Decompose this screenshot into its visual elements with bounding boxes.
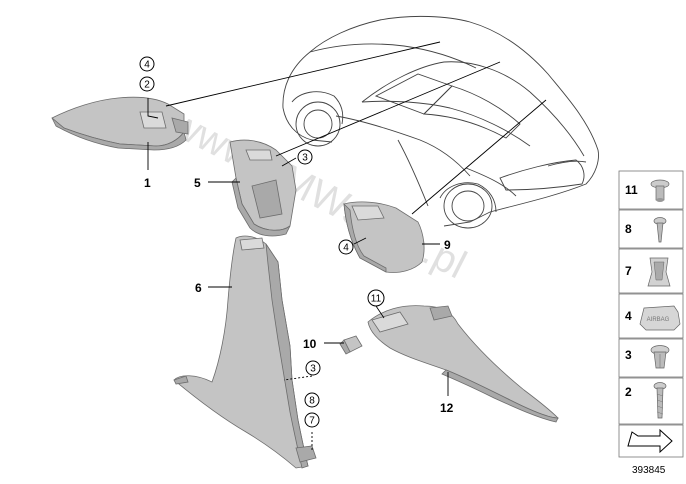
leader-car-9: [411, 99, 547, 215]
callout-9: 9: [444, 238, 451, 252]
svg-text:3: 3: [310, 364, 316, 375]
callout-circle-8: 8: [304, 392, 320, 408]
callout-12: 12: [440, 401, 454, 415]
leader-11: [375, 305, 385, 319]
legend: 11 8 7 4: [618, 170, 684, 458]
push-rivet-icon: [650, 179, 670, 202]
callout-circle-3b: 3: [305, 360, 321, 376]
svg-text:4: 4: [625, 309, 632, 323]
legend-item-4: 4 AIRBAG: [618, 293, 684, 339]
part-1-a-pillar-trim: [51, 96, 189, 151]
part-9-c-pillar-trim: [343, 201, 425, 273]
part-6-b-pillar-trim: [173, 235, 317, 469]
leader-4b: [353, 237, 367, 245]
svg-text:2: 2: [625, 385, 632, 399]
callout-circle-4b: 4: [338, 239, 354, 255]
part-10-clip: [339, 335, 363, 355]
callout-10: 10: [303, 337, 317, 351]
legend-item-8: 8: [618, 209, 684, 249]
leader-3a: [281, 157, 297, 167]
callout-6: 6: [195, 281, 202, 295]
svg-text:3: 3: [625, 348, 632, 362]
svg-text:2: 2: [144, 80, 150, 91]
leader-car-1: [165, 41, 441, 107]
part-12-rear-pillar-trim: [367, 305, 559, 423]
bolt-icon: [653, 382, 667, 419]
callout-5: 5: [194, 176, 201, 190]
legend-item-2: 2: [618, 377, 684, 425]
svg-text:8: 8: [625, 222, 632, 236]
svg-text:3: 3: [302, 153, 308, 164]
svg-text:8: 8: [309, 396, 315, 407]
callout-circle-7: 7: [304, 412, 320, 428]
screw-icon: [653, 217, 667, 243]
legend-arrow-box: [618, 424, 684, 458]
svg-text:4: 4: [144, 60, 150, 71]
callout-circle-11: 11: [367, 289, 385, 307]
arrow-icon: [627, 428, 673, 454]
airbag-badge-text: AIRBAG: [647, 317, 670, 323]
callout-circle-3a: 3: [297, 149, 313, 165]
car-outline: [282, 15, 599, 229]
legend-item-3: 3: [618, 338, 684, 378]
callout-1: 1: [144, 176, 151, 190]
part-5-pillar-cover: [229, 139, 297, 237]
svg-text:4: 4: [343, 243, 349, 254]
watermark: www.BMWstore.pl: [163, 100, 473, 287]
leader-car-5: [275, 61, 501, 157]
svg-text:7: 7: [309, 416, 315, 427]
airbag-badge-icon: AIRBAG: [639, 305, 681, 331]
leader-3b: [283, 375, 313, 381]
clip-icon: [647, 257, 671, 287]
callout-circle-4a: 4: [139, 56, 155, 72]
callout-circle-2: 2: [139, 76, 155, 92]
legend-item-11: 11: [618, 170, 684, 210]
svg-text:11: 11: [625, 183, 638, 197]
svg-text:11: 11: [371, 294, 382, 305]
expanding-rivet-icon: [650, 345, 670, 369]
svg-text:7: 7: [625, 264, 632, 278]
leader-2: [147, 98, 159, 119]
legend-item-7: 7: [618, 248, 684, 294]
reference-number: 393845: [632, 465, 666, 476]
